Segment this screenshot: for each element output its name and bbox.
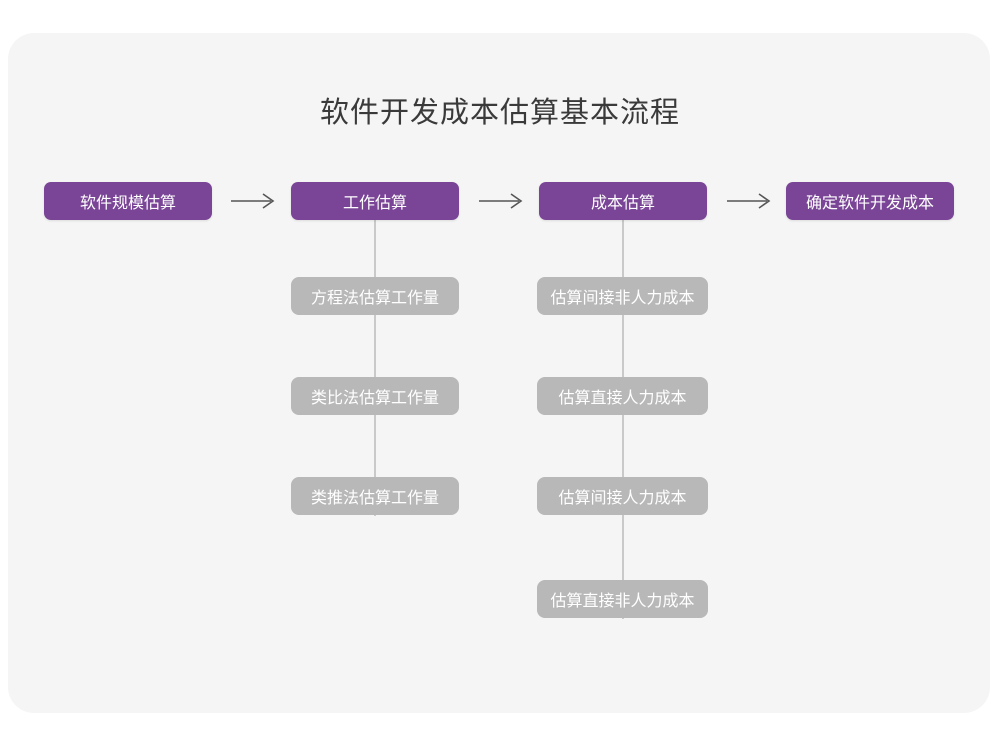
flow-node-stage-2[interactable]: 工作估算 — [291, 182, 459, 220]
flow-node-stage-1[interactable]: 软件规模估算 — [44, 182, 212, 220]
flow-node-stage-1-label: 软件规模估算 — [79, 195, 176, 212]
branch-node-cost-2[interactable]: 估算直接人力成本 — [537, 377, 708, 415]
branch-node-cost-2-label: 估算直接人力成本 — [558, 390, 687, 407]
branch-node-workload-3-label: 类推法估算工作量 — [310, 490, 439, 507]
flow-node-stage-3[interactable]: 成本估算 — [539, 182, 707, 220]
branch-node-workload-1-label: 方程法估算工作量 — [310, 290, 439, 307]
connector-line-workload-branch — [374, 216, 376, 516]
branch-node-cost-3-label: 估算间接人力成本 — [558, 490, 687, 507]
flow-node-stage-4[interactable]: 确定软件开发成本 — [786, 182, 954, 220]
branch-node-cost-3[interactable]: 估算间接人力成本 — [537, 477, 708, 515]
flow-node-stage-3-label: 成本估算 — [590, 195, 655, 212]
branch-node-workload-3[interactable]: 类推法估算工作量 — [291, 477, 459, 515]
branch-node-workload-1[interactable]: 方程法估算工作量 — [291, 277, 459, 315]
diagram-card-background — [8, 33, 990, 713]
branch-node-workload-2-label: 类比法估算工作量 — [310, 390, 439, 407]
branch-node-cost-4[interactable]: 估算直接非人力成本 — [537, 580, 708, 618]
arrow-stage1-to-stage2 — [230, 190, 280, 214]
arrow-stage2-to-stage3 — [478, 190, 528, 214]
page-title: 软件开发成本估算基本流程 — [319, 97, 680, 129]
branch-node-cost-4-label: 估算直接非人力成本 — [550, 593, 695, 610]
branch-node-cost-1[interactable]: 估算间接非人力成本 — [537, 277, 708, 315]
branch-node-workload-2[interactable]: 类比法估算工作量 — [291, 377, 459, 415]
flow-node-stage-2-label: 工作估算 — [342, 195, 407, 212]
flow-node-stage-4-label: 确定软件开发成本 — [805, 195, 934, 212]
branch-node-cost-1-label: 估算间接非人力成本 — [550, 290, 695, 307]
arrow-stage3-to-stage4 — [726, 190, 776, 214]
connector-line-cost-branch — [622, 216, 624, 619]
